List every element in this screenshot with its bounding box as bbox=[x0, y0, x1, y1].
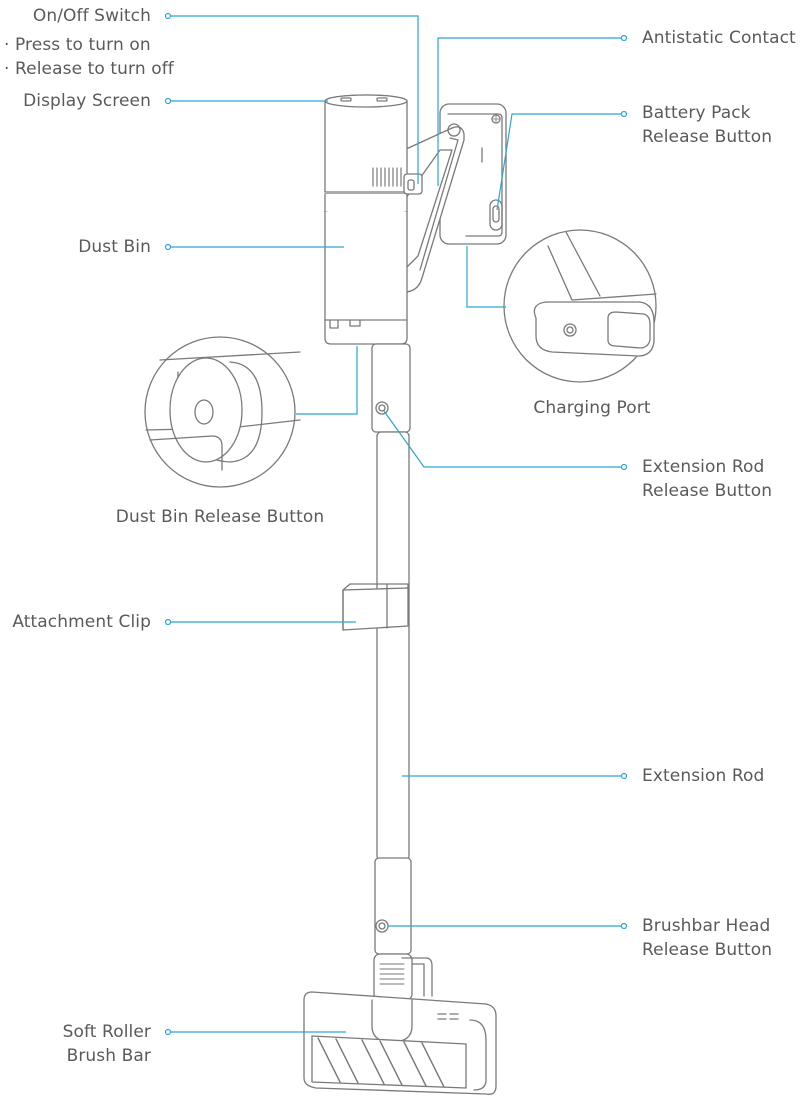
label-on-off-switch: On/Off Switch bbox=[32, 6, 151, 26]
rod-connector bbox=[371, 343, 411, 433]
charging-port-detail bbox=[503, 229, 657, 383]
label-brushbar-release-line2: Release Button bbox=[642, 940, 773, 960]
extension-rod-shape bbox=[376, 431, 410, 861]
callout-antistatic-contact bbox=[437, 34, 628, 186]
label-extension-rod: Extension Rod bbox=[642, 766, 765, 786]
label-charging-port: Charging Port bbox=[533, 398, 651, 418]
label-dust-bin: Dust Bin bbox=[78, 237, 151, 257]
label-extension-rod-release-line2: Release Button bbox=[642, 481, 773, 501]
callout-soft-roller bbox=[164, 1028, 346, 1036]
callout-extension-rod-release bbox=[383, 410, 628, 471]
brush-joint bbox=[373, 953, 433, 1001]
callout-brushbar-release bbox=[388, 922, 628, 930]
label-press-to-turn-on: · Press to turn on bbox=[4, 35, 151, 55]
callout-extension-rod bbox=[402, 772, 628, 780]
label-brushbar-head-release-button: Brushbar Head Release Button bbox=[642, 914, 772, 962]
label-display-screen: Display Screen bbox=[23, 91, 151, 111]
label-extension-rod-release-line1: Extension Rod bbox=[642, 457, 765, 477]
label-brushbar-release-line1: Brushbar Head bbox=[642, 916, 771, 936]
callout-charging-port bbox=[466, 246, 506, 308]
handle bbox=[403, 123, 465, 293]
dust-bin-release-detail bbox=[144, 336, 301, 488]
attachment-clip-shape bbox=[342, 583, 409, 631]
callout-attachment-clip bbox=[164, 618, 356, 626]
main-body bbox=[324, 94, 423, 217]
callout-on-off-switch bbox=[164, 12, 419, 184]
label-release-to-turn-off: · Release to turn off bbox=[4, 59, 174, 79]
label-extension-rod-release-button: Extension Rod Release Button bbox=[642, 455, 772, 503]
label-attachment-clip: Attachment Clip bbox=[12, 612, 151, 632]
callout-dust-bin-release bbox=[296, 346, 358, 415]
dust-bin bbox=[324, 211, 408, 345]
label-soft-roller-line2: Brush Bar bbox=[66, 1046, 151, 1066]
label-dust-bin-release-button: Dust Bin Release Button bbox=[115, 507, 325, 527]
label-battery-pack-line2: Release Button bbox=[642, 127, 773, 147]
callout-display-screen bbox=[164, 97, 328, 105]
label-battery-pack-release-button: Battery Pack Release Button bbox=[642, 101, 772, 149]
label-soft-roller-brush-bar: Soft Roller Brush Bar bbox=[63, 1020, 151, 1068]
brush-head bbox=[303, 991, 497, 1095]
label-antistatic-contact: Antistatic Contact bbox=[642, 28, 796, 48]
label-battery-pack-line1: Battery Pack bbox=[642, 103, 751, 123]
label-soft-roller-line1: Soft Roller bbox=[62, 1022, 151, 1042]
callout-battery-pack bbox=[496, 110, 628, 211]
callout-dust-bin bbox=[164, 243, 344, 251]
lower-tube bbox=[374, 857, 412, 955]
